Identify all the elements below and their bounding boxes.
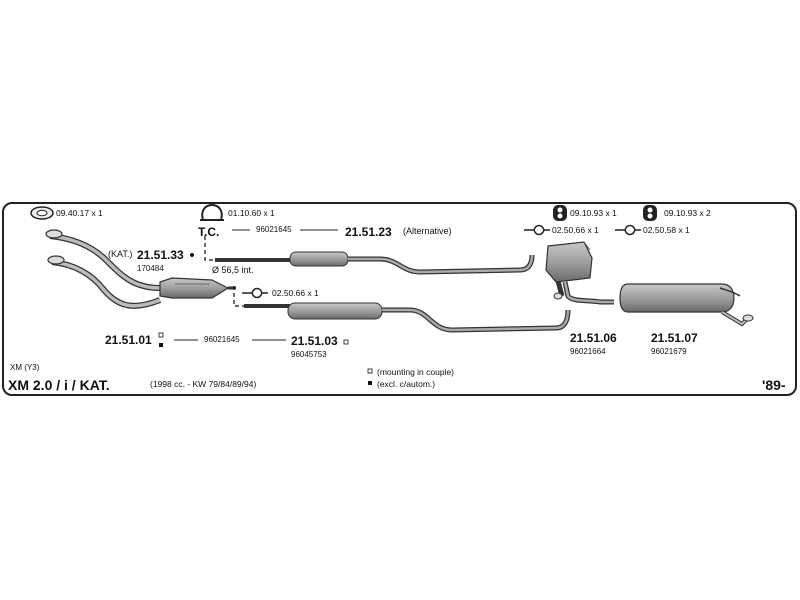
clamp-band-icon — [524, 224, 550, 236]
part-21-51-33-oem: 170484 — [137, 264, 164, 273]
oem-upper: 96021645 — [256, 225, 292, 234]
clamp-u-icon — [200, 203, 224, 221]
hardware-label-hanger-2: 09.10.93 x 2 — [664, 208, 711, 218]
clamp-band-icon — [615, 224, 641, 236]
oem-lower: 96021645 — [204, 335, 240, 344]
part-21-51-07: 21.51.07 — [651, 331, 698, 345]
tc-label: T.C. — [198, 225, 220, 239]
clamp-band-icon — [242, 287, 268, 299]
hardware-label-clamp-3: 02.50.66 x 1 — [272, 288, 319, 298]
middle-silencer — [545, 241, 614, 305]
hardware-label-clamp-u: 01.10.60 x 1 — [228, 208, 275, 218]
part-21-51-06: 21.51.06 — [570, 331, 617, 345]
gasket-ring-icon — [30, 206, 54, 220]
front-downpipes — [45, 229, 162, 309]
rubber-hanger-icon — [643, 205, 657, 221]
engine-info: (1998 cc. - KW 79/84/89/94) — [150, 379, 257, 389]
part-21-51-06-oem: 96021664 — [570, 347, 606, 356]
leader-lines — [174, 229, 338, 341]
part-21-51-01: 21.51.01 — [105, 333, 152, 347]
part-21-51-23: 21.51.23 — [345, 225, 392, 239]
hardware-label-clamp-1: 02.50.66 x 1 — [552, 225, 599, 235]
legend-markers — [158, 253, 373, 385]
dashed-connectors — [204, 236, 244, 307]
hardware-label-gasket: 09.40.17 x 1 — [56, 208, 103, 218]
part-21-51-23-note: (Alternative) — [403, 226, 452, 236]
legend-couple: (mounting in couple) — [377, 367, 455, 377]
rubber-hanger-icon — [553, 205, 567, 221]
rear-silencer — [619, 283, 754, 327]
kat-prefix: (KAT.) — [108, 249, 133, 259]
hardware-label-clamp-2: 02.50.58 x 1 — [643, 225, 690, 235]
hardware-label-hanger-1: 09.10.93 x 1 — [570, 208, 617, 218]
model-year: '89- — [762, 377, 786, 393]
legend-excl: (excl. c/autom.) — [377, 379, 436, 389]
catalytic-converter — [159, 277, 236, 299]
lower-intermediate-pipe — [244, 302, 571, 333]
part-21-51-07-oem: 96021679 — [651, 347, 687, 356]
model-title: XM 2.0 / i / KAT. — [8, 377, 110, 393]
upper-intermediate-pipe — [215, 251, 535, 275]
part-21-51-03: 21.51.03 — [291, 334, 338, 348]
diameter-label: Ø 56,5 int. — [212, 265, 254, 275]
part-21-51-33: 21.51.33 — [137, 248, 184, 262]
part-21-51-03-oem: 96045753 — [291, 350, 327, 359]
model-code: XM (Y3) — [10, 363, 40, 372]
